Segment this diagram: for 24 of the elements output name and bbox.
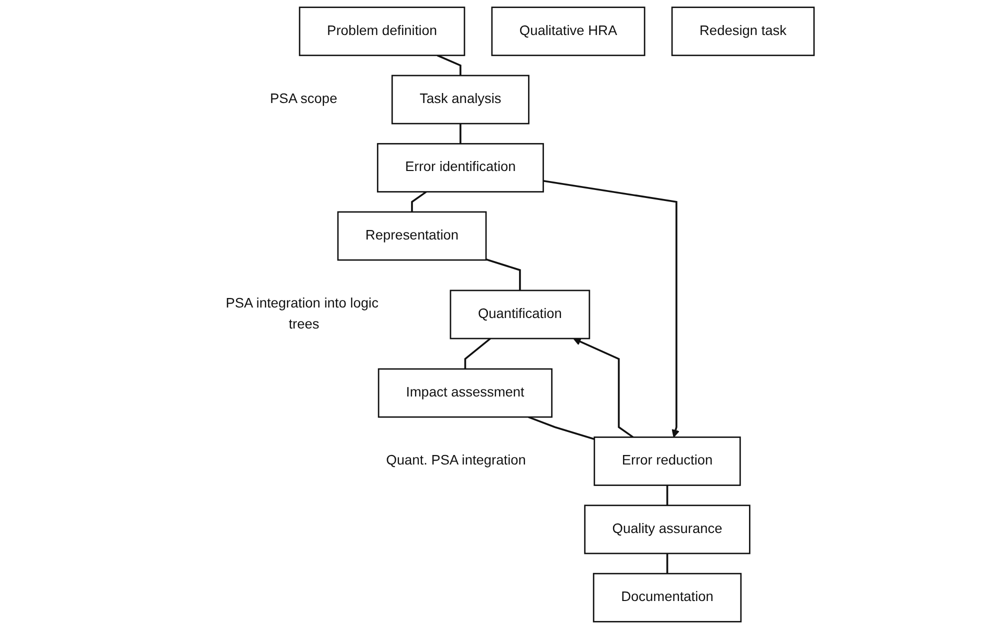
node-box: Quantification xyxy=(450,290,590,340)
arrow xyxy=(573,338,634,438)
connector xyxy=(666,553,668,574)
node-box: Qualitative HRA xyxy=(491,6,646,56)
node-box: Error reduction xyxy=(594,436,741,486)
connector xyxy=(464,338,491,369)
connector xyxy=(486,258,521,290)
node-box: Task analysis xyxy=(391,74,530,124)
node-box: Impact assessment xyxy=(378,368,553,418)
connector xyxy=(460,124,462,144)
node-box: Problem definition xyxy=(298,6,466,56)
arrow xyxy=(543,180,680,438)
node-label: PSA scope xyxy=(270,91,338,107)
node-box: Error identification xyxy=(376,143,544,192)
node-label: Quant. PSA integration xyxy=(386,452,526,468)
connector xyxy=(436,54,462,76)
node-box: Representation xyxy=(337,211,487,261)
connector xyxy=(666,485,668,506)
connector xyxy=(528,416,595,440)
node-box: Redesign task xyxy=(671,6,815,56)
node-box: Quality assurance xyxy=(584,504,750,554)
connector xyxy=(411,191,427,212)
node-label: PSA integration into logic trees xyxy=(226,296,378,332)
node-box: Documentation xyxy=(592,572,742,622)
